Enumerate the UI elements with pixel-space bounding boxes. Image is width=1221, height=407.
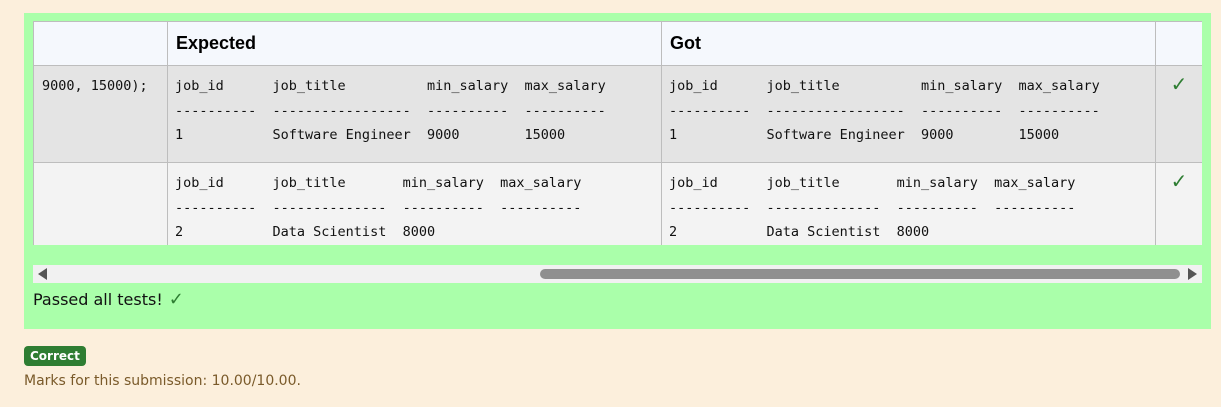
marks-text: Marks for this submission: 10.00/10.00. xyxy=(24,373,301,389)
row-expected-output: job_id job_title min_salary max_salary -… xyxy=(167,65,662,163)
passed-all-tests-message: Passed all tests! ✓ xyxy=(33,289,184,310)
scroll-left-arrow-icon[interactable] xyxy=(38,268,47,280)
header-status xyxy=(1155,21,1202,66)
table-header-row: Expected Got xyxy=(33,21,1202,66)
test-results-panel: Expected Got 9000, 15000); job_id job_ti… xyxy=(24,13,1211,329)
header-expected: Expected xyxy=(167,21,662,66)
table-row: 9000, 15000); job_id job_title min_salar… xyxy=(33,65,1202,163)
row-got-output: job_id job_title min_salary max_salary -… xyxy=(661,65,1156,163)
scrollbar-thumb[interactable] xyxy=(540,269,1180,279)
check-icon: ✓ xyxy=(168,289,184,310)
horizontal-scrollbar[interactable] xyxy=(33,265,1202,283)
table-row: job_id job_title min_salary max_salary -… xyxy=(33,162,1202,245)
row-status: ✓ xyxy=(1155,65,1202,163)
row-input xyxy=(33,162,168,245)
row-got-output: job_id job_title min_salary max_salary -… xyxy=(661,162,1156,245)
row-expected-output: job_id job_title min_salary max_salary -… xyxy=(167,162,662,245)
scroll-right-arrow-icon[interactable] xyxy=(1188,268,1197,280)
row-input: 9000, 15000); xyxy=(33,65,168,163)
check-icon: ✓ xyxy=(1170,72,1188,96)
passed-text: Passed all tests! xyxy=(33,290,163,309)
row-status: ✓ xyxy=(1155,162,1202,245)
check-icon: ✓ xyxy=(1170,169,1188,193)
results-table: Expected Got 9000, 15000); job_id job_ti… xyxy=(33,21,1202,245)
results-table-container[interactable]: Expected Got 9000, 15000); job_id job_ti… xyxy=(33,21,1202,245)
correct-badge: Correct xyxy=(24,346,86,366)
header-input xyxy=(33,21,168,66)
header-got: Got xyxy=(661,21,1156,66)
